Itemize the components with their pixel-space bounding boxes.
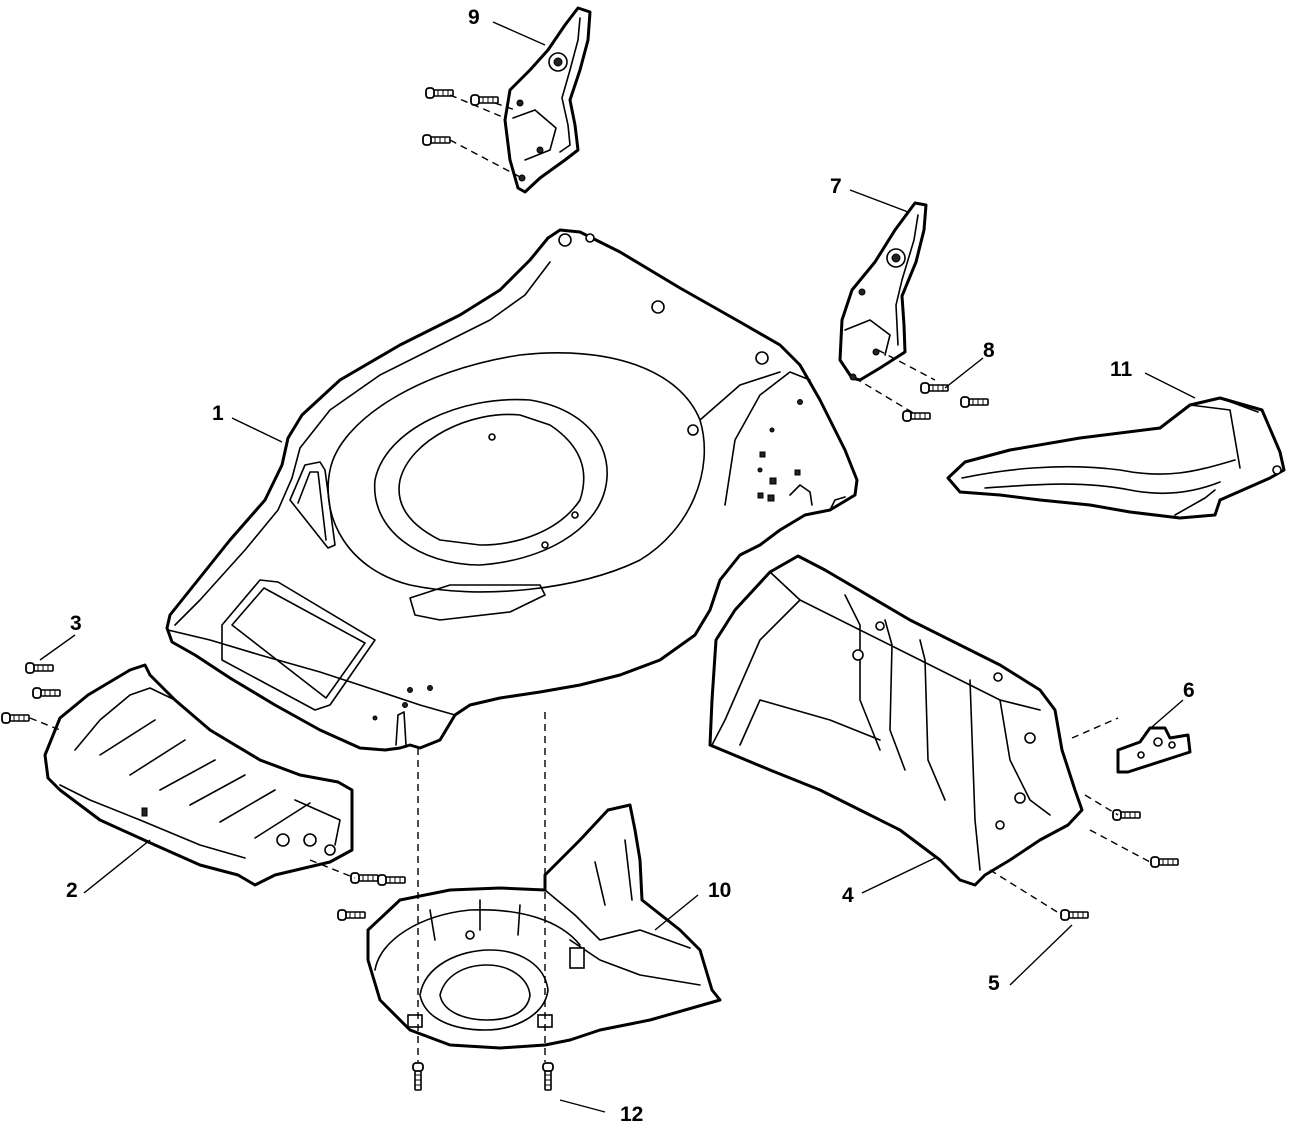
screw-set-5 bbox=[1060, 809, 1179, 921]
callouts: 9 7 8 11 1 3 6 2 4 10 5 12 bbox=[66, 6, 1195, 1125]
leader-lines bbox=[39, 21, 1196, 1113]
handle-bracket-left bbox=[503, 6, 592, 194]
screw-set-9 bbox=[422, 87, 499, 146]
callout-9: 9 bbox=[468, 6, 480, 29]
rear-collector-housing bbox=[708, 554, 1084, 887]
screw-set-3 bbox=[1, 662, 61, 724]
callout-1: 1 bbox=[212, 402, 224, 425]
callout-5: 5 bbox=[988, 972, 1000, 995]
alignment-lines bbox=[29, 94, 1151, 1062]
latch-clip bbox=[1116, 726, 1192, 774]
callout-12: 12 bbox=[620, 1103, 643, 1125]
callout-7: 7 bbox=[830, 175, 842, 198]
front-guard bbox=[43, 663, 354, 887]
handle-bracket-right bbox=[838, 201, 928, 382]
blade-guard-chute bbox=[366, 803, 722, 1050]
callout-6: 6 bbox=[1183, 679, 1195, 702]
screw-set-12 bbox=[412, 1062, 554, 1091]
screw-set-8 bbox=[902, 382, 989, 422]
callout-4: 4 bbox=[842, 884, 854, 907]
callout-8: 8 bbox=[983, 339, 995, 362]
callout-3: 3 bbox=[70, 612, 82, 635]
deck-housing bbox=[165, 228, 859, 752]
rear-flap bbox=[946, 396, 1286, 520]
callout-2: 2 bbox=[66, 879, 78, 902]
callout-11: 11 bbox=[1110, 358, 1133, 381]
callout-10: 10 bbox=[708, 879, 731, 902]
